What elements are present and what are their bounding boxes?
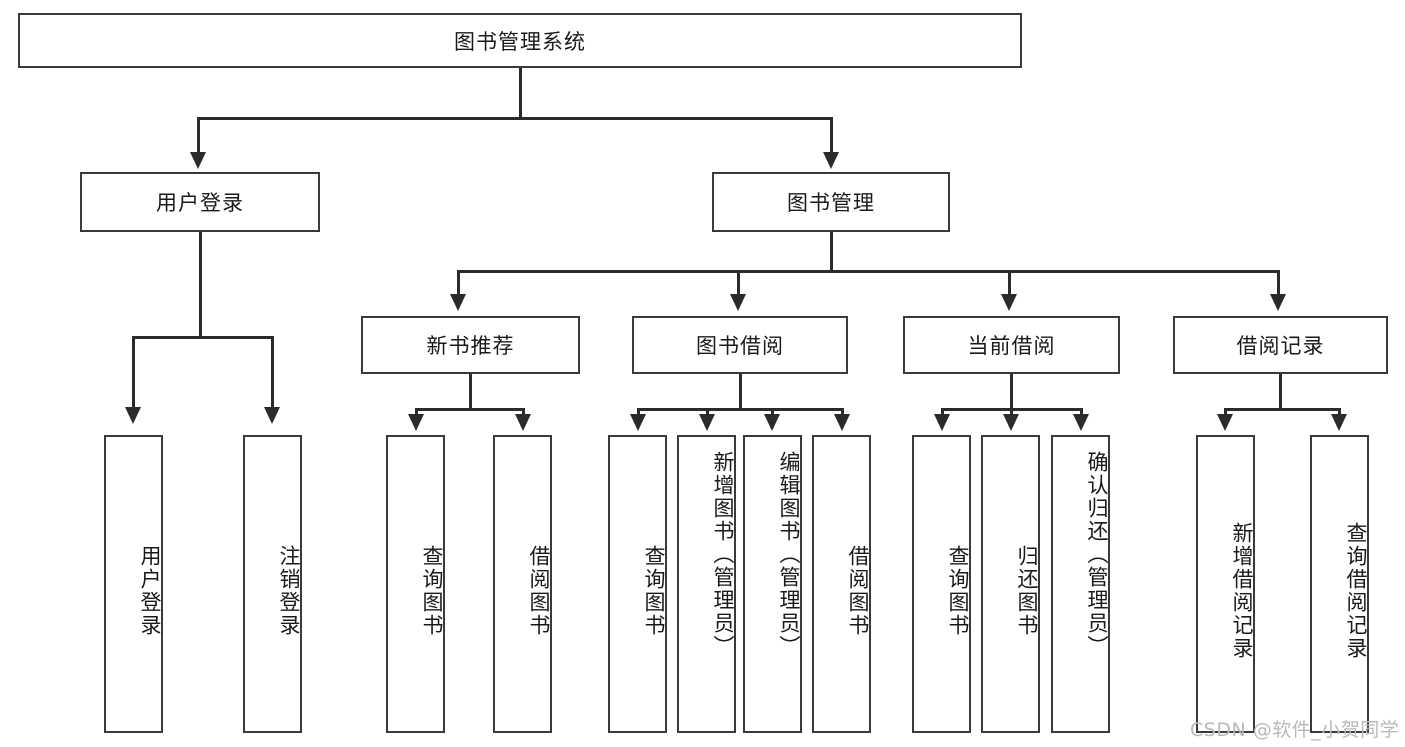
edge-user-login-branch-2	[271, 336, 274, 408]
node-label: 查询图书	[420, 545, 444, 637]
node-label: 新增借阅记录	[1230, 522, 1254, 660]
edge-user-login-bar	[132, 336, 272, 339]
node-label: 借阅图书	[527, 545, 551, 637]
edge-br-bar	[1224, 408, 1341, 411]
node-current-borrow[interactable]: 当前借阅	[903, 316, 1120, 374]
node-label: 用户登录	[138, 545, 162, 637]
leaf-query-book-bb[interactable]: 查询图书	[608, 435, 667, 733]
arrowhead-bb-leaf-1	[630, 414, 646, 431]
edge-root-to-book-management	[830, 117, 833, 153]
arrowhead-br-leaf-2	[1331, 414, 1347, 431]
arrowhead-bb-leaf-2	[699, 414, 715, 431]
leaf-query-book-nbr[interactable]: 查询图书	[386, 435, 445, 733]
node-borrow-record[interactable]: 借阅记录	[1173, 316, 1388, 374]
node-label: 图书管理系统	[454, 29, 586, 54]
edge-bb-stem	[739, 374, 742, 410]
arrowhead-nbr-leaf-1	[408, 414, 424, 431]
node-label: 当前借阅	[967, 334, 1056, 358]
edge-bb-bar	[637, 408, 844, 411]
node-label: 新增图书（管理员）	[711, 451, 735, 658]
leaf-user-login[interactable]: 用户登录	[104, 435, 163, 733]
node-label: 借阅记录	[1236, 334, 1325, 358]
node-label: 图书管理	[787, 191, 875, 215]
node-label: 新书推荐	[426, 334, 515, 358]
leaf-add-borrow-record[interactable]: 新增借阅记录	[1196, 435, 1255, 733]
leaf-query-borrow-record[interactable]: 查询借阅记录	[1310, 435, 1369, 733]
edge-user-login-branch-1	[132, 336, 135, 408]
edge-br-stem	[1279, 374, 1282, 410]
arrowhead-leaf-user-login	[125, 407, 141, 424]
edge-root-to-user-login	[197, 117, 200, 153]
arrowhead-book-borrow	[730, 294, 746, 311]
edge-root-bar	[197, 117, 833, 120]
node-label: 图书借阅	[696, 334, 784, 358]
arrowhead-book-management	[823, 152, 839, 169]
arrowhead-nbr-leaf-2	[515, 414, 531, 431]
leaf-borrow-book-bb[interactable]: 借阅图书	[812, 435, 871, 733]
leaf-edit-book-admin[interactable]: 编辑图书（管理员）	[743, 435, 802, 733]
leaf-add-book-admin[interactable]: 新增图书（管理员）	[677, 435, 736, 733]
leaf-return-book[interactable]: 归还图书	[981, 435, 1040, 733]
arrowhead-cb-leaf-1	[934, 414, 950, 431]
arrowhead-cb-leaf-3	[1073, 414, 1089, 431]
leaf-query-book-cb[interactable]: 查询图书	[912, 435, 971, 733]
arrowhead-bb-leaf-4	[834, 414, 850, 431]
edge-book-management-bar	[457, 270, 1279, 273]
arrowhead-user-login	[190, 152, 206, 169]
node-book-management[interactable]: 图书管理	[712, 172, 950, 232]
arrowhead-leaf-logout	[264, 407, 280, 424]
node-label: 查询图书	[642, 545, 666, 637]
leaf-confirm-return-admin[interactable]: 确认归还（管理员）	[1051, 435, 1110, 733]
arrowhead-new-book-recommend	[450, 294, 466, 311]
edge-nbr-bar	[415, 408, 525, 411]
node-label: 查询借阅记录	[1344, 522, 1368, 660]
node-user-login[interactable]: 用户登录	[80, 172, 320, 232]
arrowhead-current-borrow	[1001, 294, 1017, 311]
watermark-text: CSDN @软件_小贺同学	[1190, 719, 1400, 741]
arrowhead-br-leaf-1	[1217, 414, 1233, 431]
edge-book-management-stem	[830, 232, 833, 272]
arrowhead-borrow-record	[1270, 294, 1286, 311]
node-label: 确认归还（管理员）	[1085, 451, 1109, 658]
edge-bm-branch-4	[1277, 270, 1280, 295]
node-root-book-management-system[interactable]: 图书管理系统	[18, 13, 1022, 68]
edge-root-stem	[519, 68, 522, 118]
edge-bm-branch-2	[737, 270, 740, 295]
leaf-logout[interactable]: 注销登录	[243, 435, 302, 733]
node-label: 用户登录	[156, 191, 244, 215]
node-label: 编辑图书（管理员）	[777, 451, 801, 658]
node-label: 查询图书	[946, 545, 970, 637]
arrowhead-bb-leaf-3	[764, 414, 780, 431]
node-label: 借阅图书	[846, 545, 870, 637]
edge-bm-branch-3	[1008, 270, 1011, 295]
node-new-book-recommend[interactable]: 新书推荐	[361, 316, 580, 374]
node-book-borrow[interactable]: 图书借阅	[632, 316, 848, 374]
node-label: 注销登录	[277, 545, 301, 637]
arrowhead-cb-leaf-2	[1003, 414, 1019, 431]
leaf-borrow-book-nbr[interactable]: 借阅图书	[493, 435, 552, 733]
edge-user-login-stem	[199, 232, 202, 337]
node-label: 归还图书	[1015, 545, 1039, 637]
edge-bm-branch-1	[457, 270, 460, 295]
edge-nbr-stem	[469, 374, 472, 410]
edge-cb-stem	[1010, 374, 1013, 410]
